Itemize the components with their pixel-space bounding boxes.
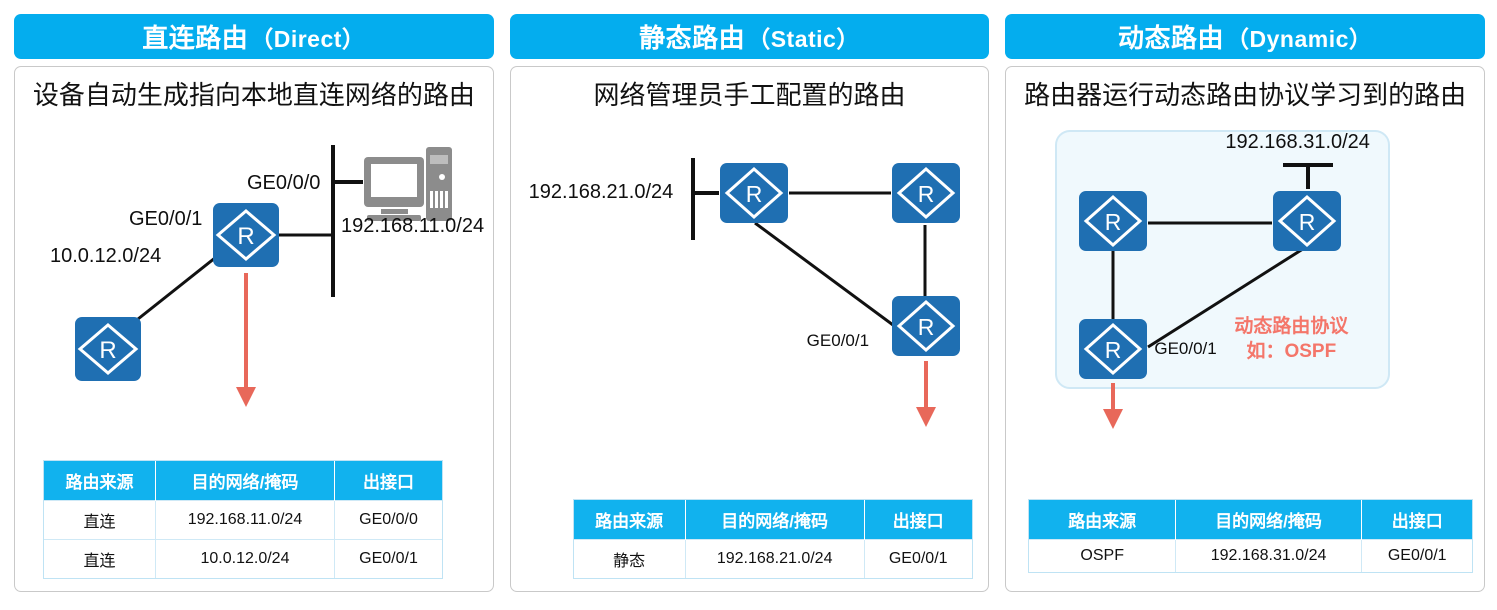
panel-title-en: （Static） xyxy=(747,25,860,52)
cell-destination: 10.0.12.0/24 xyxy=(154,539,336,578)
cell-interface: GE0/0/1 xyxy=(334,539,442,578)
panel-header-static: 静态路由 （Static） xyxy=(509,14,990,59)
panel-body-direct: 设备自动生成指向本地直连网络的路由 xyxy=(14,66,494,592)
cell-interface: GE0/0/1 xyxy=(1361,539,1473,572)
table-row: 直连 192.168.11.0/24 GE0/0/0 xyxy=(44,500,442,540)
diagram-static-svg: R R R xyxy=(690,158,960,427)
label-network-192-168-21: 192.168.21.0/24 xyxy=(528,181,674,203)
panel-description-dynamic: 路由器运行动态路由协议学习到的路由 xyxy=(1024,80,1467,110)
label-ge0-0-0: GE0/0/0 xyxy=(247,172,321,194)
route-table-dynamic: 路由来源 目的网络/掩码 出接口 OSPF 192.168.31.0/24 GE… xyxy=(1028,499,1474,573)
note-line-2: 如：OSPF xyxy=(1246,340,1337,362)
panel-description-static: 网络管理员手工配置的路由 xyxy=(593,80,906,110)
table-header-row: 路由来源 目的网络/掩码 出接口 xyxy=(44,461,442,501)
col-interface: 出接口 xyxy=(334,461,442,501)
diagram-static: R R R xyxy=(511,125,989,591)
pc-icon xyxy=(364,147,452,221)
diagram-dynamic: R R R xyxy=(1006,125,1484,591)
svg-text:R: R xyxy=(99,337,116,364)
router-icon-r3: R xyxy=(1079,319,1148,379)
panel-body-static: 网络管理员手工配置的路由 R xyxy=(509,66,990,592)
col-route-source: 路由来源 xyxy=(1029,500,1177,540)
note-line-1: 动态路由协议 xyxy=(1234,316,1349,337)
router-icon-r2: R xyxy=(891,163,960,223)
col-interface: 出接口 xyxy=(864,500,972,540)
panel-body-dynamic: 路由器运行动态路由协议学习到的路由 xyxy=(1005,66,1486,592)
flow-arrow-down xyxy=(236,273,256,407)
dynamic-protocol-note: 动态路由协议 如：OSPF xyxy=(1234,315,1348,364)
label-ge0-0-1: GE0/0/1 xyxy=(129,208,203,230)
table-header-row: 路由来源 目的网络/掩码 出接口 xyxy=(573,500,972,540)
col-route-source: 路由来源 xyxy=(573,500,686,540)
svg-text:R: R xyxy=(237,223,254,250)
panel-header-direct: 直连路由 （Direct） xyxy=(14,14,494,59)
svg-text:R: R xyxy=(1299,209,1316,235)
svg-text:R: R xyxy=(917,314,934,340)
route-table: 路由来源 目的网络/掩码 出接口 直连 192.168.11.0/24 GE0/… xyxy=(44,461,442,578)
diagram-direct: R R GE0/0/0 GE0/0/1 10. xyxy=(15,125,493,591)
svg-text:R: R xyxy=(745,181,762,207)
table-row: 静态 192.168.21.0/24 GE0/0/1 xyxy=(573,539,972,578)
panel-title-cn: 静态路由 xyxy=(639,23,746,53)
label-ge0-0-1: GE0/0/1 xyxy=(1154,339,1217,358)
route-table: 路由来源 目的网络/掩码 出接口 静态 192.168.21.0/24 GE0/… xyxy=(573,500,972,578)
flow-arrow-down xyxy=(1103,383,1124,429)
cell-interface: GE0/0/0 xyxy=(334,500,442,540)
r1-r3-link xyxy=(753,221,894,327)
label-network-10-0-12: 10.0.12.0/24 xyxy=(50,245,162,267)
cell-destination: 192.168.11.0/24 xyxy=(154,500,336,540)
col-destination: 目的网络/掩码 xyxy=(685,500,865,540)
panel-dynamic-route: 动态路由 （Dynamic） 路由器运行动态路由协议学习到的路由 xyxy=(1005,14,1486,592)
table-header-row: 路由来源 目的网络/掩码 出接口 xyxy=(1029,500,1473,540)
table-row: OSPF 192.168.31.0/24 GE0/0/1 xyxy=(1029,539,1473,572)
router-icon-main: R xyxy=(213,203,279,267)
label-network-192-168-11: 192.168.11.0/24 xyxy=(341,215,485,237)
panel-description-direct: 设备自动生成指向本地直连网络的路由 xyxy=(32,80,475,110)
panel-title-en: （Direct） xyxy=(250,25,366,52)
panel-title-cn: 动态路由 xyxy=(1117,23,1224,53)
router-icon-r1: R xyxy=(719,163,788,223)
svg-text:R: R xyxy=(917,181,934,207)
cell-destination: 192.168.31.0/24 xyxy=(1175,539,1363,572)
panel-title-cn: 直连路由 xyxy=(142,23,249,53)
cell-route-source: 直连 xyxy=(44,539,156,578)
route-table: 路由来源 目的网络/掩码 出接口 OSPF 192.168.31.0/24 GE… xyxy=(1029,500,1473,572)
svg-text:R: R xyxy=(1105,337,1122,363)
svg-text:R: R xyxy=(1105,209,1122,235)
panel-header-dynamic: 动态路由 （Dynamic） xyxy=(1005,14,1486,59)
cell-interface: GE0/0/1 xyxy=(863,539,972,578)
cell-route-source: 静态 xyxy=(573,539,686,578)
cell-route-source: 直连 xyxy=(44,500,156,540)
router-icon-r3: R xyxy=(891,296,960,356)
label-ge0-0-1: GE0/0/1 xyxy=(806,331,870,350)
col-interface: 出接口 xyxy=(1361,500,1473,540)
cell-route-source: OSPF xyxy=(1029,539,1177,572)
panel-direct-route: 直连路由 （Direct） 设备自动生成指向本地直连网络的路由 xyxy=(14,14,494,592)
route-table-static: 路由来源 目的网络/掩码 出接口 静态 192.168.21.0/24 GE0/… xyxy=(572,499,973,579)
r3-r2-link xyxy=(1147,245,1308,349)
col-route-source: 路由来源 xyxy=(44,461,156,501)
router-icon-peer: R xyxy=(75,317,141,381)
router-router-link xyxy=(132,248,226,325)
label-network-192-168-31: 192.168.31.0/24 xyxy=(1225,131,1370,153)
panel-static-route: 静态路由 （Static） 网络管理员手工配置的路由 xyxy=(509,14,990,592)
cell-destination: 192.168.21.0/24 xyxy=(684,539,865,578)
col-destination: 目的网络/掩码 xyxy=(155,461,336,501)
diagram-dynamic-svg: R R R xyxy=(1055,130,1391,429)
table-row: 直连 10.0.12.0/24 GE0/0/1 xyxy=(44,539,442,578)
router-icon-r1: R xyxy=(1079,191,1148,251)
flow-arrow-down xyxy=(915,361,936,427)
route-table-direct: 路由来源 目的网络/掩码 出接口 直连 192.168.11.0/24 GE0/… xyxy=(43,460,443,579)
col-destination: 目的网络/掩码 xyxy=(1175,500,1363,540)
panel-title-en: （Dynamic） xyxy=(1226,25,1373,52)
router-icon-r2: R xyxy=(1273,191,1342,251)
diagram-direct-svg: R R xyxy=(75,145,452,407)
